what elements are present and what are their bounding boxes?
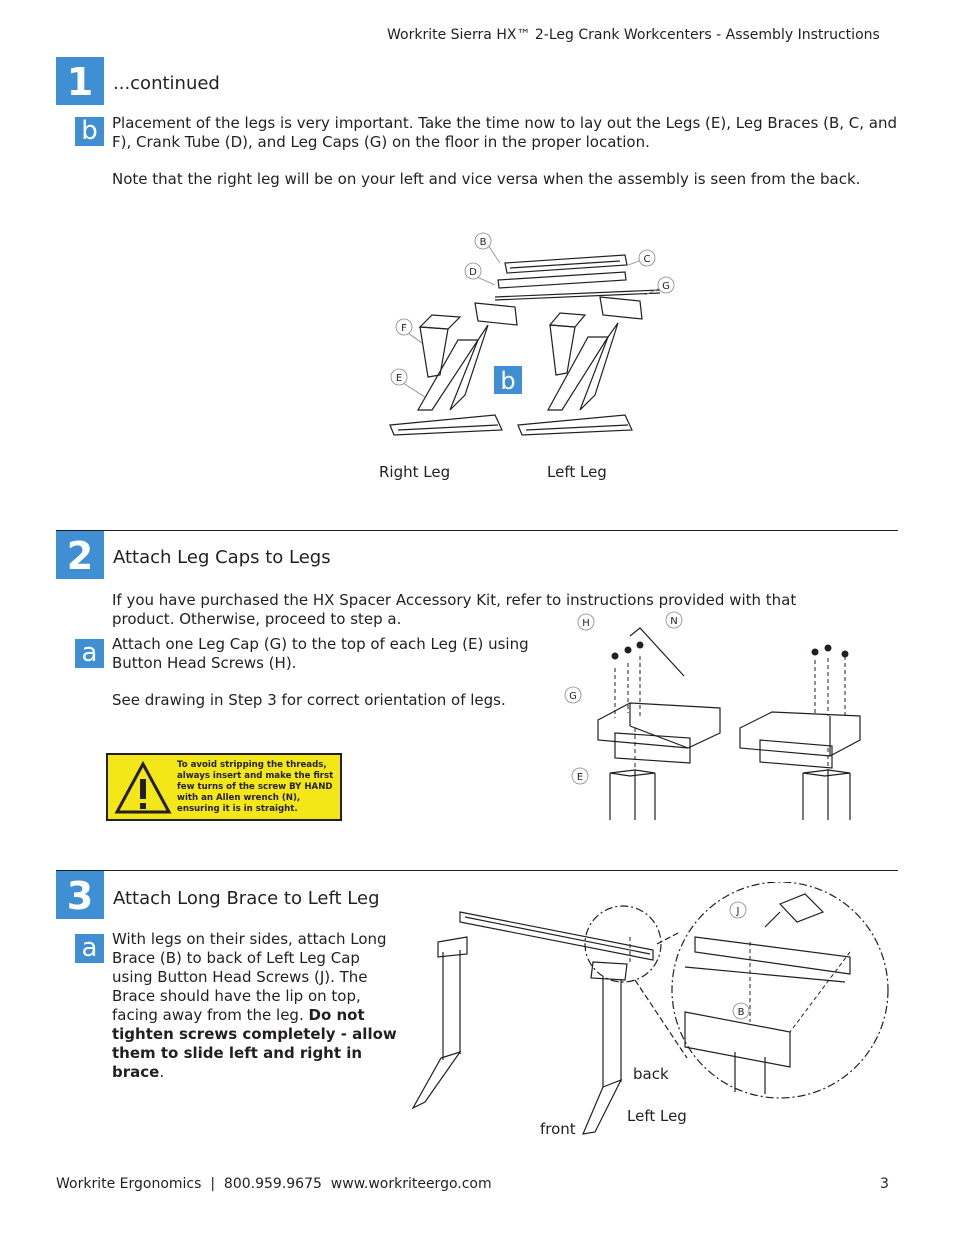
left-leg-label: Left Leg bbox=[547, 463, 607, 481]
long-brace-figure: J B bbox=[411, 882, 889, 1135]
callout-F: F bbox=[401, 323, 407, 334]
step3-bold-text: Do not tighten screws completely - allow… bbox=[112, 1006, 397, 1081]
callout-G: G bbox=[662, 281, 670, 292]
callout-B: B bbox=[480, 237, 487, 248]
front-label: front bbox=[540, 1120, 576, 1138]
step3-text: With legs on their sides, attach Long Br… bbox=[112, 930, 387, 1024]
right-leg-label: Right Leg bbox=[379, 463, 451, 481]
section-divider bbox=[56, 870, 898, 871]
step-number-3: 3 bbox=[56, 871, 104, 919]
step-number-2: 2 bbox=[56, 531, 104, 579]
back-label: back bbox=[633, 1065, 669, 1083]
step1-paragraph-1: Placement of the legs is very important.… bbox=[112, 114, 898, 151]
step2-intro: If you have purchased the HX Spacer Acce… bbox=[112, 591, 797, 628]
step3-title: Attach Long Brace to Left Leg bbox=[113, 888, 380, 909]
figure-badge bbox=[494, 366, 522, 394]
callout-N: N bbox=[670, 616, 677, 627]
step3-substep-badge: a bbox=[75, 934, 104, 963]
callout-E: E bbox=[396, 373, 402, 384]
callout-C: C bbox=[644, 254, 651, 265]
left-leg-label: Left Leg bbox=[627, 1107, 687, 1125]
step2-paragraph-1: Attach one Leg Cap (G) to the top of eac… bbox=[112, 635, 529, 672]
step1-substep-badge: b bbox=[75, 117, 104, 146]
section-divider bbox=[56, 530, 898, 531]
warning-icon bbox=[114, 761, 172, 814]
step2-substep-badge: a bbox=[75, 639, 104, 668]
page-number: 3 bbox=[880, 1176, 889, 1192]
warning-text: To avoid stripping the threads, always i… bbox=[177, 760, 334, 814]
callout-J: J bbox=[736, 906, 740, 917]
callout-D: D bbox=[469, 267, 477, 278]
warning-box: To avoid stripping the threads, always i… bbox=[106, 753, 342, 821]
step2-title: Attach Leg Caps to Legs bbox=[113, 547, 331, 568]
figure-badge-letter: b bbox=[500, 367, 515, 395]
step-number-1: 1 bbox=[56, 57, 104, 105]
step1-paragraph-2: Note that the right leg will be on your … bbox=[112, 170, 861, 188]
callout-G: G bbox=[569, 691, 577, 702]
leg-cap-figure: H N G E bbox=[564, 611, 861, 820]
legs-layout-figure: B C D G F E b bbox=[389, 232, 675, 436]
callout-H: H bbox=[582, 618, 590, 629]
step3-text-end: . bbox=[159, 1063, 165, 1081]
step3-paragraph: With legs on their sides, attach Long Br… bbox=[112, 930, 397, 1082]
document-header: Workrite Sierra HX™ 2-Leg Crank Workcent… bbox=[387, 27, 880, 43]
callout-B: B bbox=[738, 1007, 745, 1018]
step2-paragraph-2: See drawing in Step 3 for correct orient… bbox=[112, 691, 506, 709]
step1-title: ...continued bbox=[113, 73, 220, 94]
callout-E: E bbox=[577, 772, 583, 783]
footer-contact: Workrite Ergonomics | 800.959.9675 www.w… bbox=[56, 1176, 492, 1192]
